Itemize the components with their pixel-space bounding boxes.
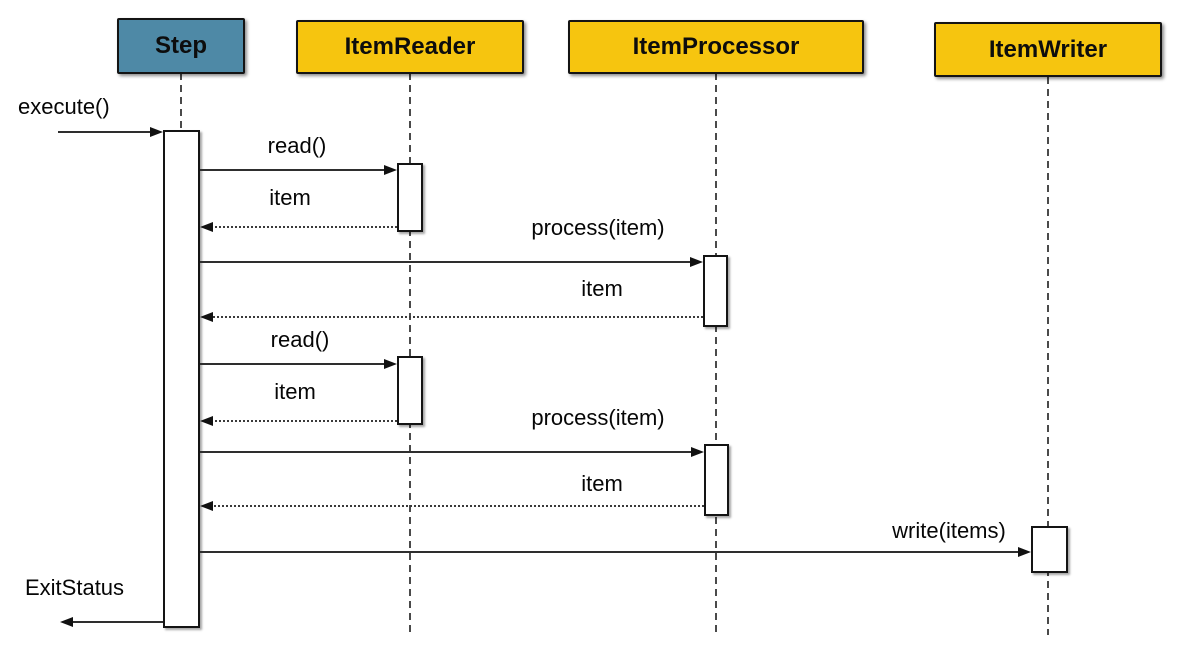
arrowhead xyxy=(1018,547,1031,557)
lifeline-itemprocessor xyxy=(715,73,717,635)
message-line xyxy=(200,551,1021,553)
message-label: ExitStatus xyxy=(25,575,125,600)
participant-step-label: Step xyxy=(154,32,207,59)
lifeline-step xyxy=(180,73,182,132)
message-line xyxy=(210,226,397,228)
arrowhead xyxy=(384,359,397,369)
arrowhead xyxy=(150,127,163,137)
message-line xyxy=(200,363,387,365)
message-label: item xyxy=(274,379,316,404)
arrowhead xyxy=(60,617,73,627)
message-line xyxy=(210,505,704,507)
message-label: write(items) xyxy=(892,518,1006,543)
arrowhead xyxy=(384,165,397,175)
participant-itemwriter-label: ItemWriter xyxy=(988,35,1108,63)
participant-itemprocessor: ItemProcessor xyxy=(568,20,864,74)
activation-bar-itemprocessor xyxy=(704,444,729,516)
message-line xyxy=(210,316,703,318)
message-label: read() xyxy=(267,133,327,158)
message-label: process(item) xyxy=(531,405,665,430)
arrowhead xyxy=(691,447,704,457)
activation-bar-itemreader xyxy=(397,356,423,425)
arrowhead xyxy=(200,501,213,511)
arrowhead xyxy=(200,416,213,426)
message-line xyxy=(70,621,163,623)
message-line xyxy=(200,261,693,263)
lifeline-itemreader xyxy=(409,73,411,635)
message-line xyxy=(200,169,387,171)
message-label: item xyxy=(581,471,623,496)
activation-bar-itemprocessor xyxy=(703,255,728,327)
activation-bar-step xyxy=(163,130,200,628)
arrowhead xyxy=(690,257,703,267)
activation-bar-itemreader xyxy=(397,163,423,232)
arrowhead xyxy=(200,312,213,322)
activation-bar-itemwriter xyxy=(1031,526,1068,573)
participant-itemprocessor-label: ItemProcessor xyxy=(632,33,800,60)
message-label: read() xyxy=(270,327,330,352)
participant-itemreader-label: ItemReader xyxy=(344,33,476,60)
message-line xyxy=(200,451,694,453)
message-line xyxy=(58,131,153,133)
participant-step: Step xyxy=(117,18,245,74)
arrowhead xyxy=(200,222,213,232)
lifeline-itemwriter xyxy=(1047,77,1049,635)
message-line xyxy=(210,420,397,422)
message-label: execute() xyxy=(18,94,110,119)
message-label: item xyxy=(581,276,623,301)
participant-itemreader: ItemReader xyxy=(296,20,524,74)
message-label: item xyxy=(269,185,311,210)
message-label: process(item) xyxy=(531,215,665,240)
participant-itemwriter: ItemWriter xyxy=(934,22,1162,77)
